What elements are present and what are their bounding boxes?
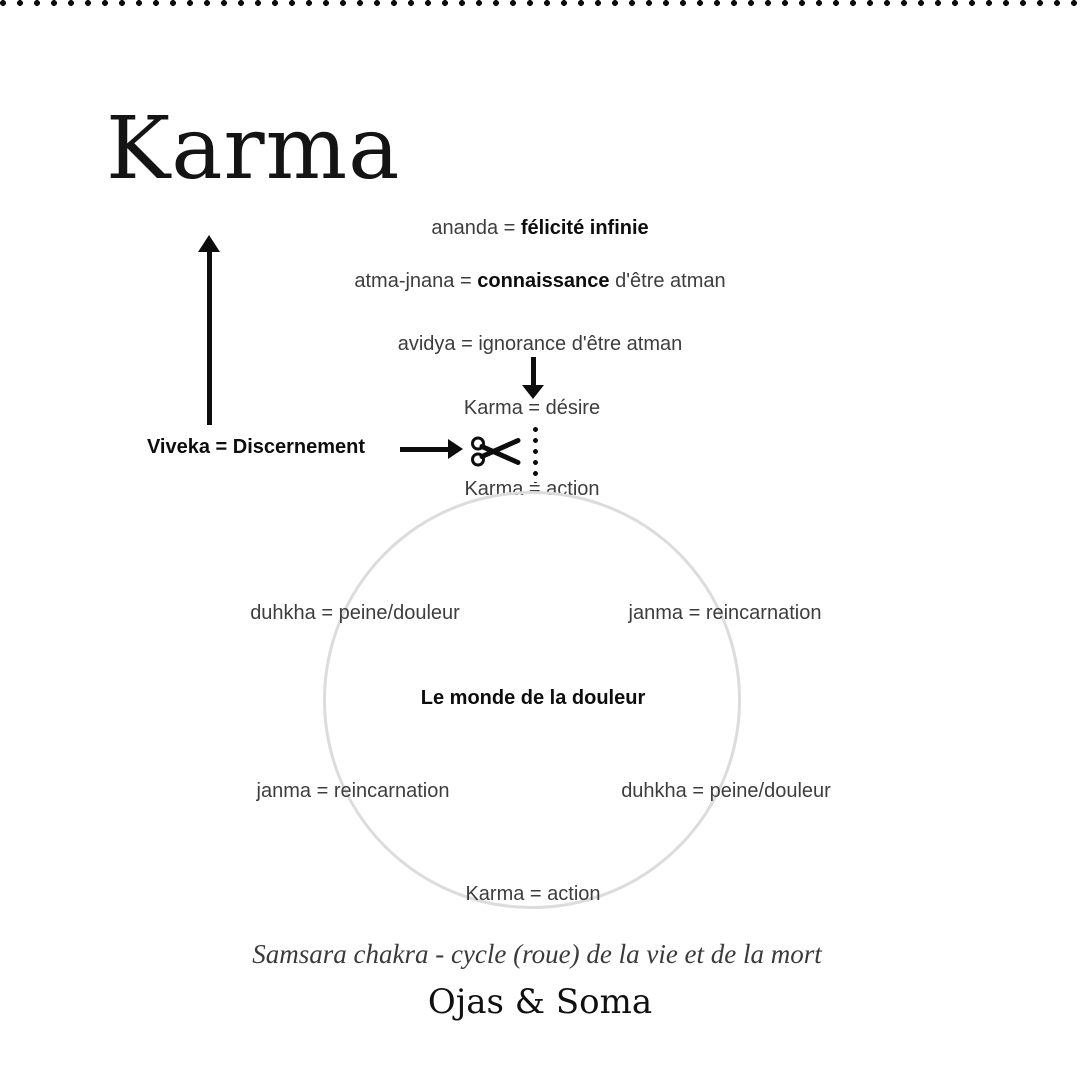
viveka-label: Viveka = Discernement [146,436,366,458]
brand-logo-text: Ojas & Soma [427,982,653,1022]
wheel-bottom-right-label: duhkha = peine/douleur [621,780,831,802]
vertical-dotted-cut-line [533,427,538,483]
atma-jnana-label-prefix: atma-jnana = [354,270,478,292]
wheel-center-label: Le monde de la douleur [420,687,646,709]
down-arrow-icon [522,385,544,399]
wheel-top-right-label: janma = reincarnation [628,602,822,624]
page-title: Karma [106,99,401,199]
horizontal-dotted-divider [0,0,1080,6]
samsara-wheel-circle [323,491,741,909]
avidya-label: avidya = ignorance d'être atman [397,333,683,355]
wheel-bottom-left-label: janma = reincarnation [256,780,450,802]
ananda-label-bold: félicité infinie [520,217,649,239]
right-arrow-shaft [400,447,448,452]
up-arrow-icon [198,235,220,252]
karma-desire-label: Karma = désire [463,397,601,419]
wheel-bottom-label: Karma = action [465,883,601,905]
atma-jnana-label: atma-jnana = connaissance d'être atman [354,271,725,291]
down-arrow-shaft [531,357,536,385]
up-arrow-shaft [207,251,212,425]
wheel-top-left-label: duhkha = peine/douleur [250,602,460,624]
atma-jnana-label-suffix: d'être atman [609,270,726,292]
right-arrow-icon [448,439,463,459]
samsara-caption: Samsara chakra - cycle (roue) de la vie … [252,939,822,969]
ananda-label-prefix: ananda = [431,217,521,239]
scissors-icon [470,435,522,473]
atma-jnana-label-bold: connaissance [477,270,610,292]
ananda-label: ananda = félicité infinie [431,218,648,238]
